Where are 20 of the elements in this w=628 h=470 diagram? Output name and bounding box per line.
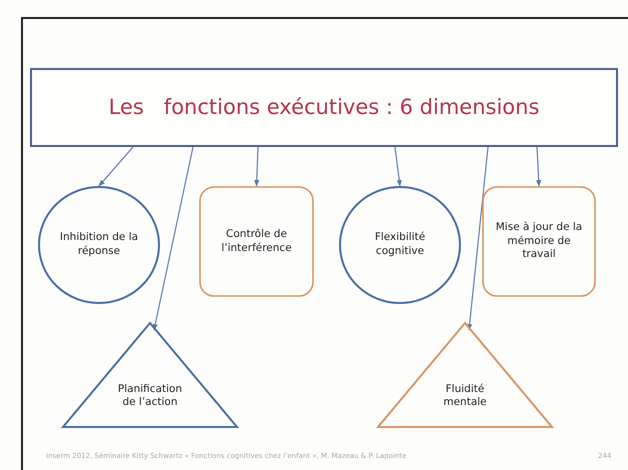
arrow — [98, 146, 134, 186]
dimension-label: Mise à jour de la mémoire de travail — [495, 221, 583, 262]
arrow — [536, 146, 542, 187]
dimension-triangle — [377, 322, 553, 428]
title-box — [30, 68, 618, 147]
dimension-box — [199, 186, 314, 297]
dimension-label: Contrôle de l’interférence — [220, 228, 293, 256]
dimension-label: Fluidité mentale — [442, 382, 488, 410]
dimension-label: Flexibilité cognitive — [374, 231, 426, 259]
dimension-circle — [339, 186, 461, 304]
dimension-label: Planification de l’action — [116, 382, 184, 410]
arrow — [467, 146, 489, 331]
arrow — [394, 146, 402, 187]
dimension-triangle — [62, 322, 238, 428]
dimension-box — [482, 186, 596, 297]
arrow — [152, 146, 194, 331]
dimension-label: Inhibition de la réponse — [58, 231, 140, 259]
dimension-circle — [38, 186, 160, 304]
title-text: Les fonctions exécutives : 6 dimensions — [108, 94, 540, 121]
arrow — [254, 146, 260, 187]
